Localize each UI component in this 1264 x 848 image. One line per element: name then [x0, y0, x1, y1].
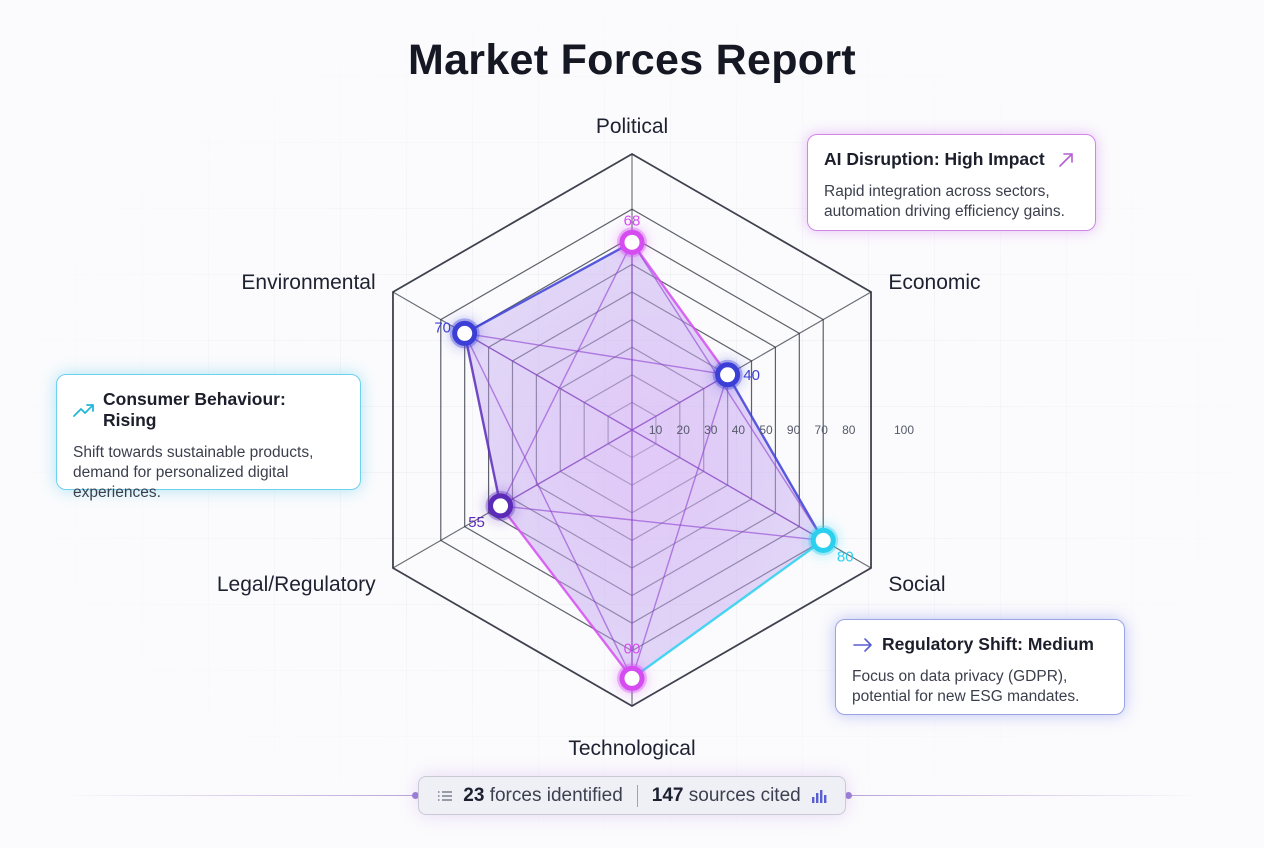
data-value-label: 55 [468, 514, 485, 531]
data-outline-segment [499, 505, 633, 680]
footer-divider-right [848, 795, 1204, 796]
tick-label: 100 [894, 423, 914, 437]
footer-divider-left [60, 795, 416, 796]
data-outline-segment [463, 333, 502, 507]
data-web-line [500, 505, 824, 542]
axis-label: Technological [568, 737, 695, 760]
data-point [488, 493, 514, 519]
page-title: Market Forces Report [407, 36, 857, 84]
forces-label: forces identified [489, 784, 623, 806]
tick-label: 40 [732, 423, 746, 437]
callout-body: Shift towards sustainable products, dema… [73, 444, 314, 501]
tick-label: 10 [649, 423, 663, 437]
sources-label: sources cited [688, 784, 801, 806]
data-value-label: 00 [624, 640, 641, 657]
data-outline-segment [631, 539, 824, 680]
callout-title: Consumer Behaviour: Rising [103, 389, 286, 430]
tick-label: 70 [815, 423, 829, 437]
axis-label: Economic [888, 271, 980, 294]
data-value-label: 70 [434, 319, 451, 336]
list-icon [437, 788, 453, 804]
data-value-label: 80 [837, 548, 854, 565]
data-web-line [464, 333, 633, 679]
data-point [619, 665, 645, 691]
data-point [619, 229, 645, 255]
tick-label: 80 [842, 423, 856, 437]
tick-label: 20 [677, 423, 691, 437]
footer-dot-left [412, 792, 419, 799]
axis-label: Social [888, 573, 945, 596]
tick-label: 50 [759, 423, 773, 437]
tick-label: 30 [704, 423, 718, 437]
callout-title: Regulatory Shift: Medium [882, 634, 1094, 654]
footer-separator [636, 784, 638, 807]
data-value-label: 68 [624, 212, 641, 229]
data-web-line [464, 332, 728, 376]
data-outline-segment [631, 241, 729, 376]
forces-count: 23 [463, 784, 485, 806]
data-value-label: 40 [743, 367, 760, 384]
callout-body: Rapid integration across sectors, automa… [824, 183, 1065, 220]
data-outline-segment [464, 241, 633, 335]
axis-label: Political [596, 115, 668, 138]
footer-stats: 23 forces identified 147 sources cited [418, 776, 846, 815]
bar-chart-icon [811, 788, 827, 804]
data-point [452, 320, 478, 346]
callout-regulatory-shift: Regulatory Shift: Medium Focus on data p… [835, 619, 1125, 715]
tick-label: 90 [787, 423, 801, 437]
data-web-line [631, 374, 729, 679]
arrow-right-icon [852, 636, 874, 654]
data-web-line [631, 241, 824, 541]
trending-up-icon [73, 401, 95, 419]
callout-consumer-behaviour: Consumer Behaviour: Rising Shift towards… [56, 374, 361, 501]
data-point [715, 362, 741, 388]
callout-body: Focus on data privacy (GDPR), potential … [852, 668, 1080, 705]
data-outline-segment [726, 374, 825, 542]
data-area [464, 242, 824, 679]
data-point [810, 527, 836, 553]
data-web-line [464, 332, 824, 542]
footer-dot-right [845, 792, 852, 799]
axis-label: Environmental [241, 271, 375, 294]
arrow-up-right-icon [1057, 151, 1079, 169]
callout-title: AI Disruption: High Impact [824, 149, 1045, 169]
callout-ai-disruption: AI Disruption: High Impact Rapid integra… [807, 134, 1096, 231]
data-web-line [499, 242, 633, 507]
sources-count: 147 [651, 784, 684, 806]
axis-label: Legal/Regulatory [217, 573, 376, 596]
